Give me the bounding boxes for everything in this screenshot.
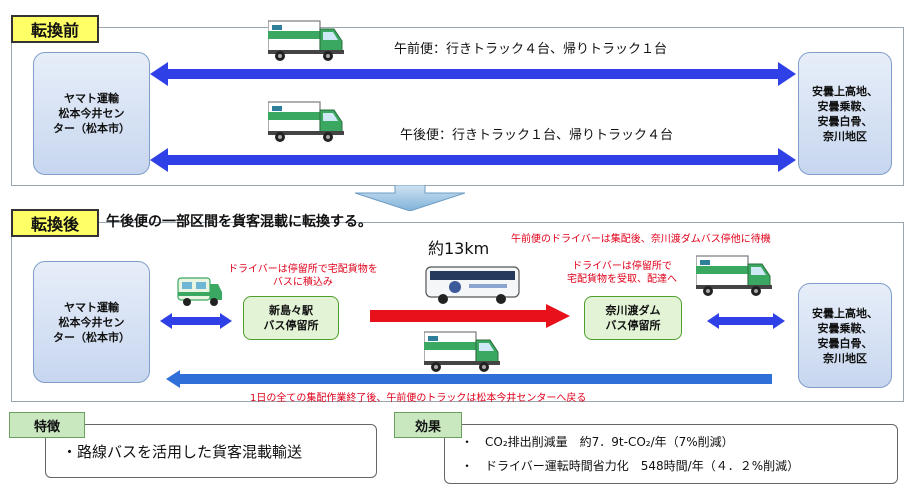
dest-node-before: 安曇上高地、 安曇乗鞍、 安曇白骨、 奈川地区 <box>798 52 892 175</box>
origin-node-before: ヤマト運輸 松本今井セン ター（松本市） <box>33 52 150 175</box>
origin-stop-arrow <box>160 313 232 329</box>
effects-line1: ・ CO₂排出削減量 約7．9t-CO₂/年（7%削減） <box>461 435 734 449</box>
after-tag: 転換後 <box>11 209 99 237</box>
stop-shinshimashima: 新島々駅 バス停留所 <box>243 296 339 340</box>
dest-node-after: 安曇上高地、 安曇乗鞍、 安曇白骨、 奈川地区 <box>798 283 892 388</box>
features-tag: 特徴 <box>9 412 85 438</box>
bus-icon <box>425 266 520 304</box>
features-text: ・路線バスを活用した貨客混載輸送 <box>62 443 303 461</box>
mini-truck-icon <box>177 277 222 306</box>
note-load: ドライバーは停留所で宅配貨物を バスに積込み <box>228 264 378 288</box>
transition-arrow <box>355 185 465 211</box>
effects-tag: 効果 <box>394 412 462 438</box>
bus-route-arrow <box>370 304 570 328</box>
effects-line2: ・ ドライバー運転時間省力化 548時間/年（４．２%削減） <box>461 459 800 473</box>
truck-icon <box>424 331 501 373</box>
am-route-arrow <box>150 62 796 86</box>
note-return: 1日の全ての集配作業終了後、午前便のトラックは松本今井センターへ戻る <box>250 393 587 404</box>
stop-dest-arrow <box>707 313 785 329</box>
after-headline: 午後便の一部区間を貨客混載に転換する。 <box>106 214 372 230</box>
effects-box <box>444 424 898 484</box>
return-arrow <box>166 370 772 388</box>
before-tag: 転換前 <box>11 15 99 43</box>
truck-icon <box>268 20 345 62</box>
truck-icon <box>696 255 773 297</box>
stop-nagawado: 奈川渡ダム バス停留所 <box>584 296 682 340</box>
origin-node-after: ヤマト運輸 松本今井セン ター（松本市） <box>33 261 150 383</box>
note-receive: ドライバーは停留所で 宅配貨物を受取、配達へ <box>567 261 677 285</box>
features-box <box>45 424 377 478</box>
note-am-driver: 午前便のドライバーは集配後、奈川渡ダムバス停他に待機 <box>511 234 771 245</box>
pm-route-label: 午後便：行きトラック１台、帰りトラック４台 <box>400 128 674 143</box>
distance-label: 約13km <box>428 239 490 258</box>
am-route-label: 午前便：行きトラック４台、帰りトラック１台 <box>394 42 668 57</box>
pm-route-arrow <box>150 148 796 172</box>
truck-icon <box>268 101 345 143</box>
